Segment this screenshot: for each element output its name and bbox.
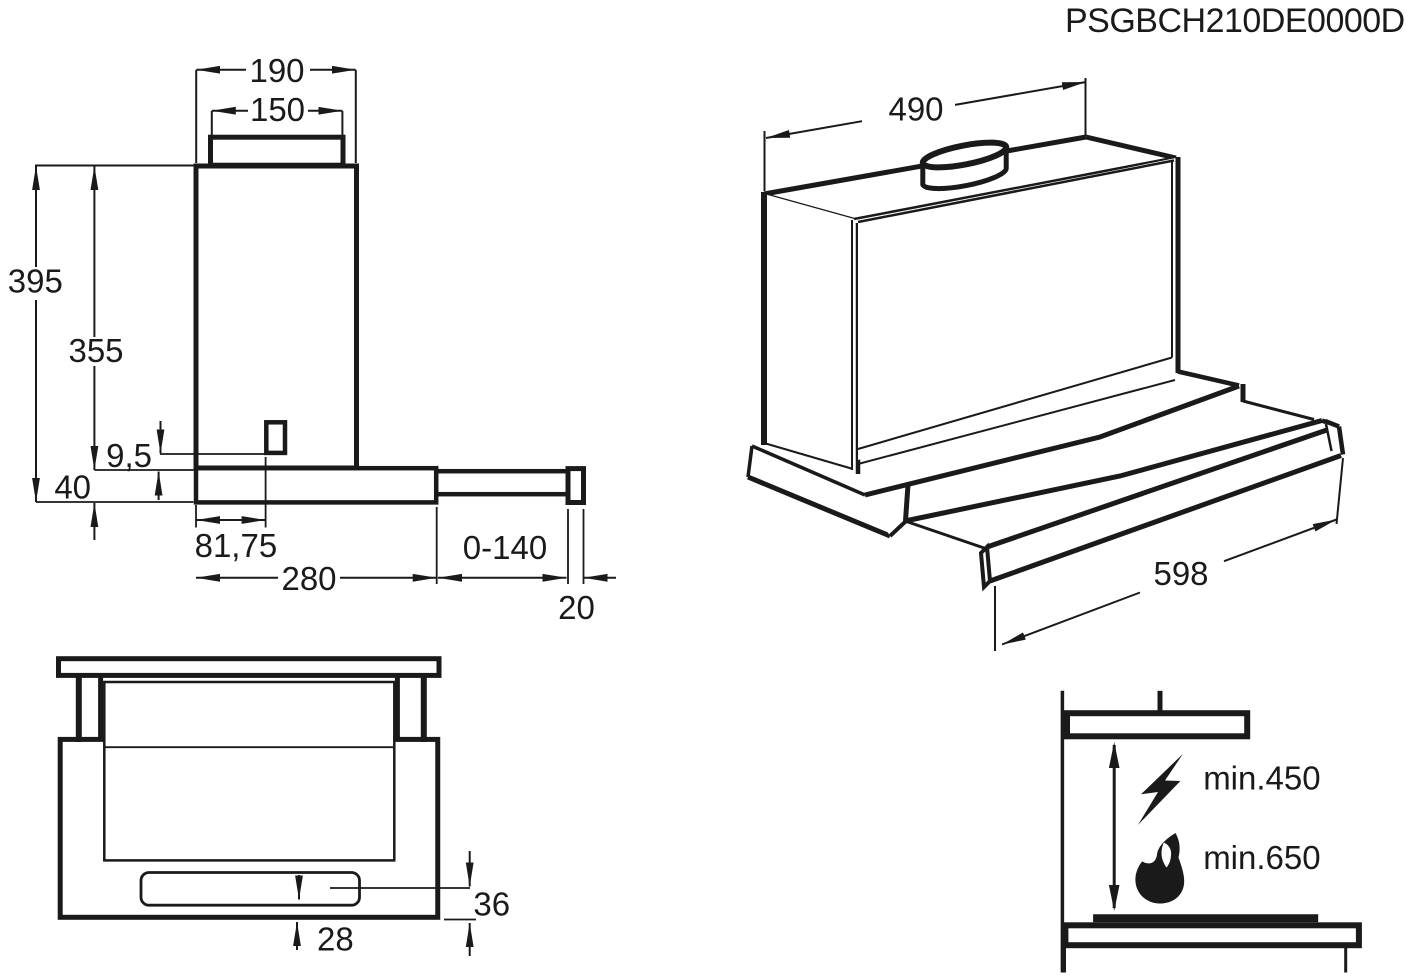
svg-text:28: 28 [317,920,354,957]
svg-text:9,5: 9,5 [106,437,152,474]
svg-text:40: 40 [54,469,91,506]
svg-text:20: 20 [558,589,595,626]
svg-text:81,75: 81,75 [195,527,278,564]
svg-text:490: 490 [888,90,943,127]
svg-text:355: 355 [68,332,123,369]
svg-text:150: 150 [250,91,305,128]
svg-text:598: 598 [1153,555,1208,592]
svg-text:min.650: min.650 [1203,839,1320,876]
svg-text:36: 36 [473,886,510,923]
svg-text:395: 395 [8,263,63,300]
svg-text:280: 280 [281,560,336,597]
svg-text:190: 190 [249,52,304,89]
svg-text:PSGBCH210DE0000D: PSGBCH210DE0000D [1065,2,1405,40]
svg-text:0-140: 0-140 [463,529,547,566]
svg-text:min.450: min.450 [1203,760,1320,797]
